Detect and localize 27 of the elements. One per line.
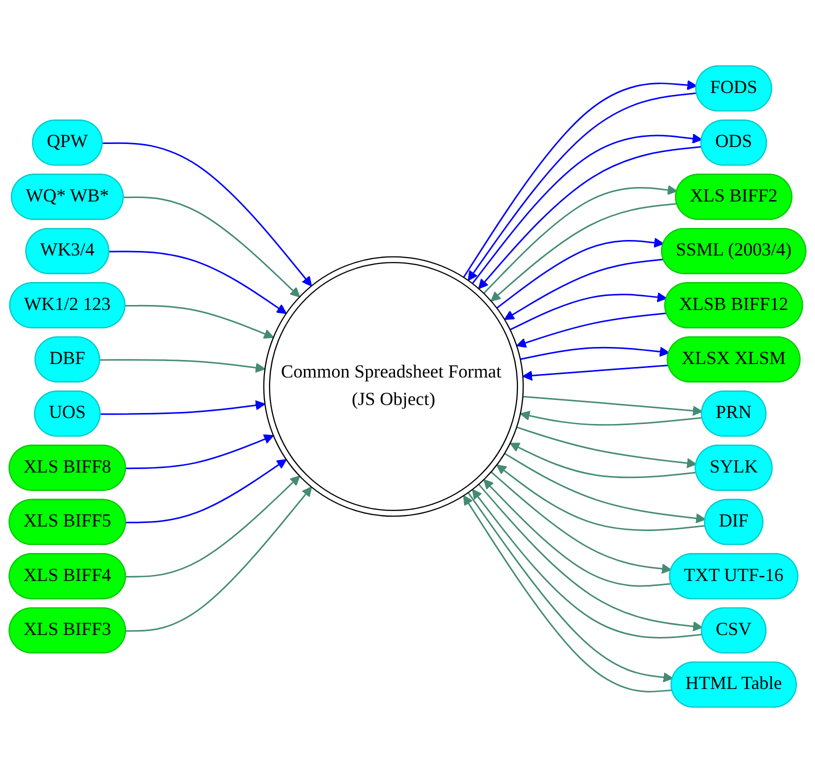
arrow xyxy=(522,396,703,416)
node-circle: Common Spreadsheet Format (JS Object) xyxy=(263,256,524,517)
arrow xyxy=(510,292,668,330)
arrow xyxy=(522,364,669,381)
arrow xyxy=(496,238,664,309)
arrow xyxy=(520,346,670,360)
arrow xyxy=(100,400,266,415)
arrow xyxy=(504,452,706,524)
arrow xyxy=(516,312,667,348)
arrow xyxy=(496,464,706,531)
arrow xyxy=(102,142,312,286)
arrow xyxy=(504,258,664,320)
arrow xyxy=(124,196,300,298)
arrow xyxy=(483,184,678,294)
arrow xyxy=(109,250,287,314)
arrow xyxy=(126,434,274,470)
arrow xyxy=(126,476,300,578)
arrow xyxy=(510,442,696,478)
arrow xyxy=(126,459,287,524)
arrow xyxy=(125,304,274,339)
arrow xyxy=(100,359,266,373)
arrow xyxy=(490,202,678,302)
arrow xyxy=(126,486,312,632)
arrow xyxy=(490,471,672,574)
arrow xyxy=(483,479,672,587)
arrow xyxy=(516,426,697,468)
arrow xyxy=(520,410,702,426)
